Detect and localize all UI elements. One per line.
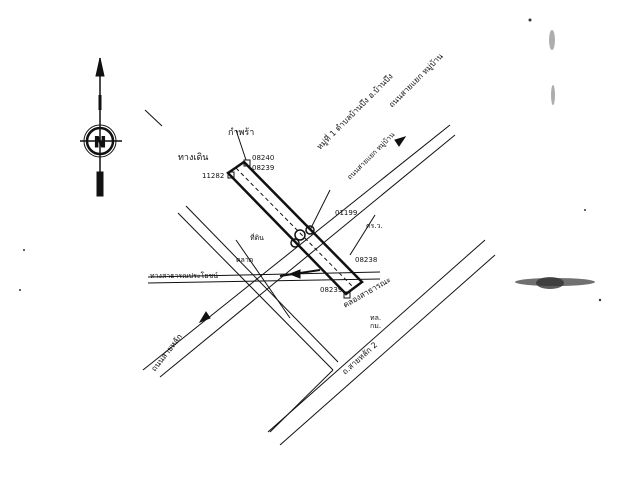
area-label-3: ตลาด — [236, 256, 253, 264]
leader-line — [235, 129, 247, 161]
survey-peg-icon-3 — [290, 238, 300, 248]
north-letter: N — [94, 135, 106, 151]
owner-label: ทางเดิน — [178, 152, 208, 163]
corner-marker-icon-2 — [227, 171, 235, 179]
parcel-outline — [226, 160, 364, 296]
road-line-link — [269, 369, 334, 433]
road-line-nw-upper — [177, 212, 334, 371]
arrow-ne-icon — [394, 136, 407, 147]
road-line-nw-lower — [185, 205, 339, 363]
parcel-code-1: 11282 — [202, 172, 224, 180]
leader-line-3 — [349, 214, 376, 256]
direction-arrows — [198, 136, 407, 324]
road-label-horizontal: ทางสาธารณประโยชน์ — [150, 271, 218, 280]
parcel-code-2: 08239 — [252, 164, 274, 172]
arrow-marker-icon — [288, 269, 301, 279]
parcel-code-4: 08238 — [355, 256, 377, 264]
area-label-1: ที่ดิน — [250, 233, 264, 242]
parcel-strip — [226, 129, 376, 299]
survey-peg-icon-2 — [305, 225, 315, 235]
road-line-inner — [235, 239, 291, 319]
road-label-southwest: ถนนสายหลัก — [149, 332, 184, 373]
south-num-label: กม. — [370, 322, 381, 330]
parcel-code-5: 08239 — [320, 286, 342, 294]
survey-peg-icon — [294, 229, 306, 241]
parcel-code-6: 01199 — [335, 209, 357, 217]
road-line-se-upper — [267, 239, 486, 433]
road-stub — [144, 109, 163, 127]
road-line-se-lower — [279, 254, 496, 446]
arrow-sw-icon — [198, 311, 211, 324]
parcel-code-3: 08240 — [252, 154, 274, 162]
corner-marker-icon-3 — [343, 291, 351, 299]
south-code-label: ทล. — [370, 314, 381, 322]
area-label-2: ตร.ว. — [366, 222, 383, 230]
corner-marker-icon — [243, 159, 251, 167]
leader-line-2 — [309, 189, 331, 231]
road-line-horizontal-upper — [147, 271, 381, 278]
road-label-southeast: ถ.สายหลัก 2 — [340, 340, 379, 376]
scan-noise — [19, 18, 602, 302]
north-arrow-icon: N — [80, 57, 122, 197]
road-label-ne-top: ถนนสายแยก หมู่บ้าน — [387, 51, 446, 110]
plot-number-label: กำพร้า — [228, 127, 254, 138]
